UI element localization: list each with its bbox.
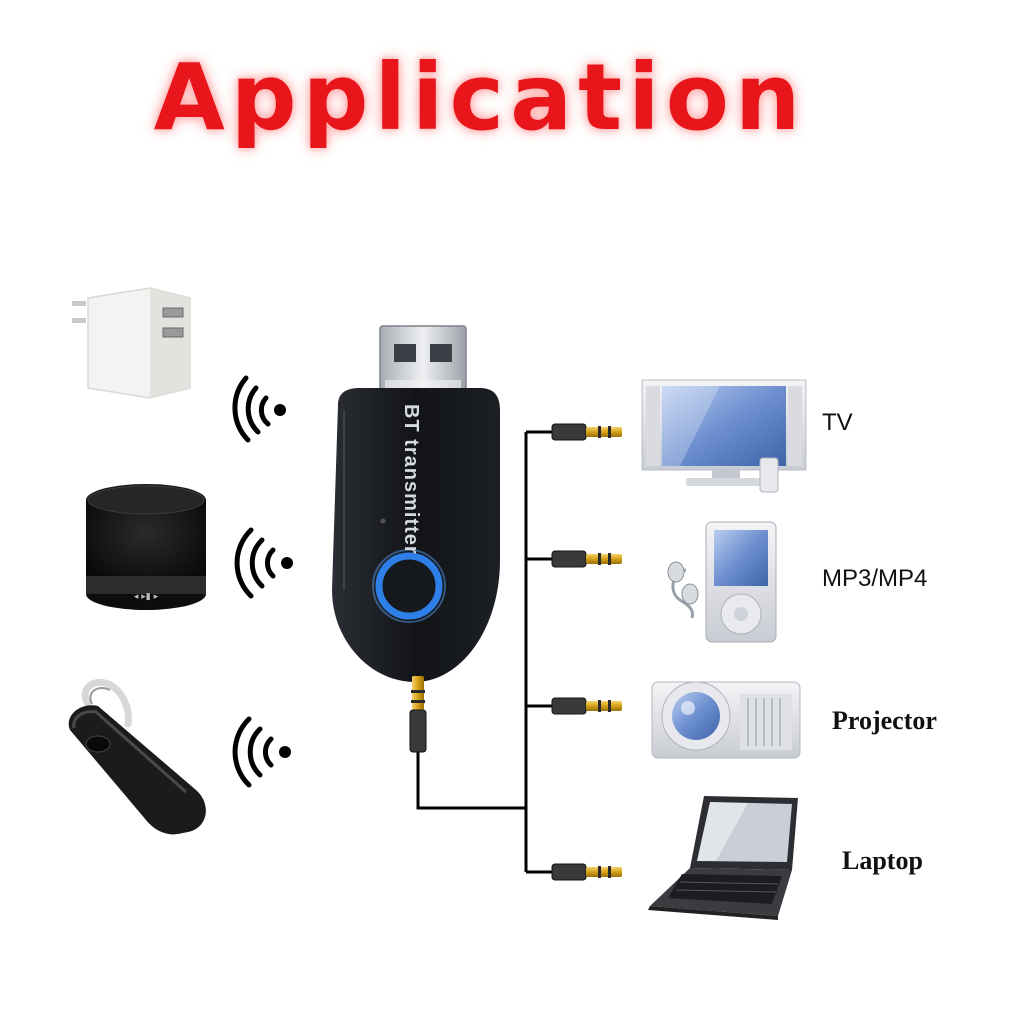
wireless-signal-icon <box>232 716 291 788</box>
audio-plug-icon <box>551 863 622 881</box>
audio-plug-icon <box>551 697 622 715</box>
tv-icon <box>641 379 807 493</box>
wireless-signal-icon <box>232 375 286 443</box>
projector-icon <box>651 681 801 759</box>
wireless-signal-icon <box>234 527 293 599</box>
speaker-icon: ◂ ▸▮ ▸ <box>86 484 206 610</box>
target-label-mp3-mp4: MP3/MP4 <box>822 565 928 592</box>
laptop-icon <box>648 796 798 920</box>
usb-charger-icon <box>72 287 191 399</box>
audio-plug-icon <box>551 550 622 568</box>
audio-wires <box>416 430 552 874</box>
headset-icon <box>68 678 206 835</box>
audio-plug-icon <box>551 423 622 441</box>
target-label-tv: TV <box>822 409 853 436</box>
device-label: BT transmitter <box>400 404 422 555</box>
audio-plug-icon <box>409 676 427 753</box>
target-label-projector: Projector <box>832 706 937 735</box>
bt-transmitter-device: BT transmitter <box>332 325 500 682</box>
mp3-player-icon <box>667 521 777 643</box>
svg-text:◂ ▸▮ ▸: ◂ ▸▮ ▸ <box>134 592 159 602</box>
page-title: Application <box>153 44 807 151</box>
power-button-ring <box>375 552 443 620</box>
target-label-laptop: Laptop <box>842 846 923 875</box>
